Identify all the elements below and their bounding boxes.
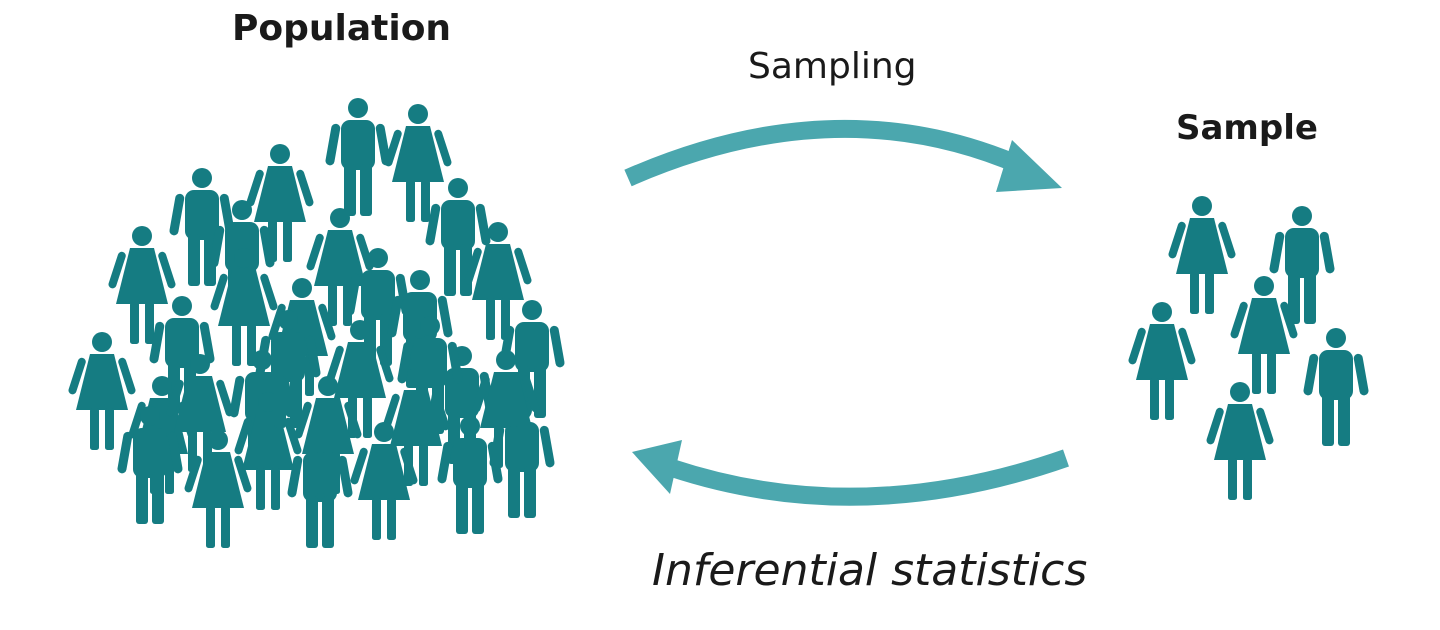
sampling-label: Sampling [748,46,917,87]
sample-title: Sample [1176,108,1318,148]
sampling-arrow [624,119,1030,187]
person-male-icon [1302,328,1370,446]
population-title: Population [232,8,452,49]
person-female-icon [383,104,453,222]
person-female-icon [1167,196,1237,314]
person-male-icon [324,98,392,216]
sample-group [1127,196,1370,500]
inferential-arrow [669,449,1069,506]
sampling-arrowhead [996,140,1062,192]
person-female-icon [1205,382,1275,500]
person-male-icon [1268,206,1336,324]
inferential-statistics-label: Inferential statistics [652,545,1088,596]
person-male-icon [436,416,504,534]
person-female-icon [1127,302,1197,420]
inferential-arrowhead [632,440,682,494]
person-male-icon [168,168,236,286]
population-crowd [67,98,566,548]
